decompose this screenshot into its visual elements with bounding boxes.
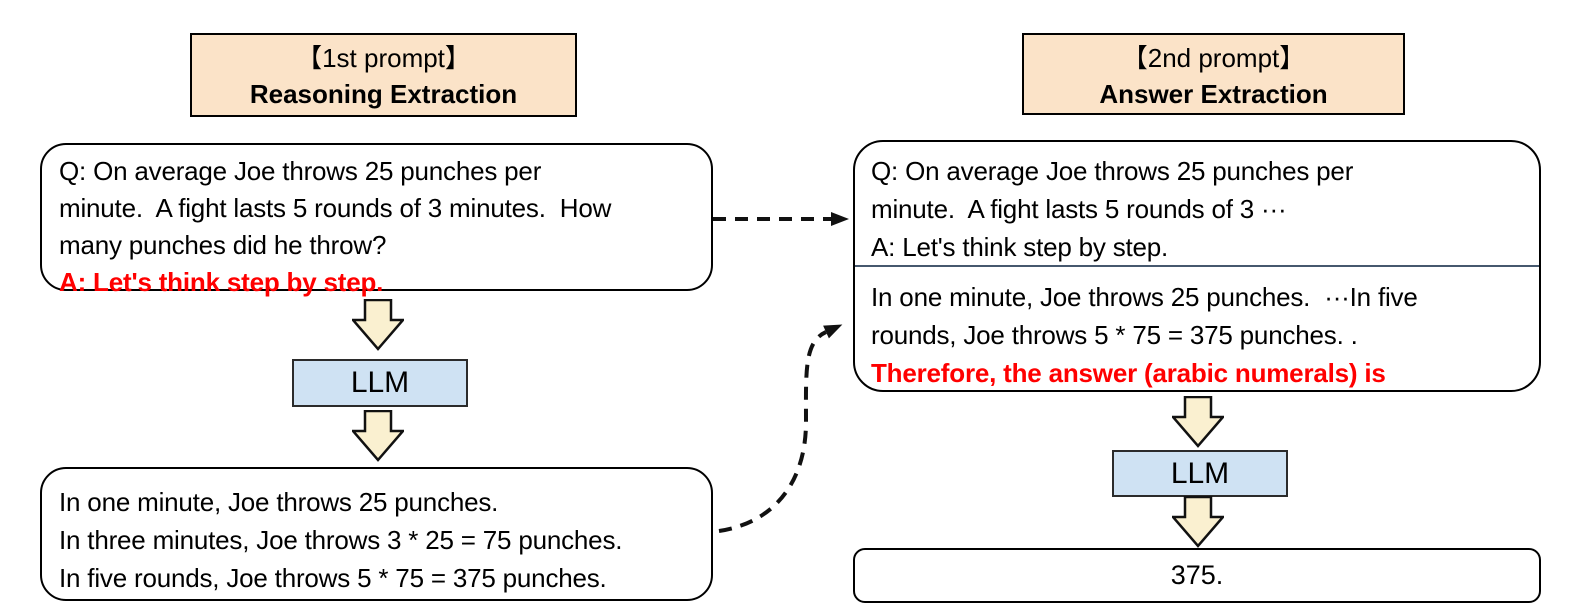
answer-extraction-trigger-text: Therefore, the answer (arabic numerals) … (871, 358, 1386, 388)
reasoning-line: In one minute, Joe throws 25 punches. (59, 487, 499, 517)
down-block-arrow-icon (1172, 396, 1224, 448)
final-answer-box: 375. (853, 548, 1541, 603)
first-prompt-title: Reasoning Extraction (249, 79, 518, 109)
reasoning-output-bubble: In one minute, Joe throws 25 punches. In… (40, 467, 713, 601)
question-bubble: Q: On average Joe throws 25 punches per … (40, 143, 713, 297)
question-line: minute. A fight lasts 5 rounds of 3 minu… (59, 193, 612, 223)
question-line: many punches did he throw? (59, 230, 387, 260)
reasoning-line: In five rounds, Joe throws 5 * 75 = 375 … (59, 563, 607, 593)
copied-reasoning-section: In one minute, Joe throws 25 punches. ··… (871, 278, 1418, 392)
reasoning-copy-dashed-arrow (718, 324, 843, 533)
llm-label: LLM (350, 366, 410, 399)
reasoning-line: In three minutes, Joe throws 3 * 25 = 75… (59, 525, 623, 555)
question-line: Q: On average Joe throws 25 punches per (59, 156, 542, 186)
copied-question-line: minute. A fight lasts 5 rounds of 3 ··· (871, 194, 1287, 224)
copied-question-line: Q: On average Joe throws 25 punches per (871, 156, 1354, 186)
answer-extraction-prompt-bubble: Q: On average Joe throws 25 punches per … (853, 140, 1541, 392)
llm-label: LLM (1170, 456, 1230, 490)
llm-box-left: LLM (292, 359, 468, 407)
down-block-arrow-icon (1172, 496, 1224, 548)
second-prompt-header: 【2nd prompt】 Answer Extraction (1022, 33, 1405, 115)
first-prompt-tag: 【1st prompt】 (296, 43, 471, 73)
down-block-arrow-icon (352, 410, 404, 462)
first-prompt-header: 【1st prompt】 Reasoning Extraction (190, 33, 577, 117)
down-block-arrow-icon (352, 299, 404, 351)
copied-reasoning-line: In one minute, Joe throws 25 punches. ··… (871, 282, 1418, 312)
llm-box-right: LLM (1112, 450, 1288, 497)
section-divider-line (855, 265, 1539, 267)
final-answer-value: 375. (1170, 560, 1224, 590)
cot-trigger-text: A: Let's think step by step. (59, 267, 384, 297)
second-prompt-title: Answer Extraction (1099, 79, 1328, 109)
copied-reasoning-line: rounds, Joe throws 5 * 75 = 375 punches.… (871, 320, 1358, 350)
second-prompt-tag: 【2nd prompt】 (1121, 43, 1306, 73)
copied-question-section: Q: On average Joe throws 25 punches per … (871, 152, 1353, 266)
copied-question-line: A: Let's think step by step. (871, 232, 1169, 262)
